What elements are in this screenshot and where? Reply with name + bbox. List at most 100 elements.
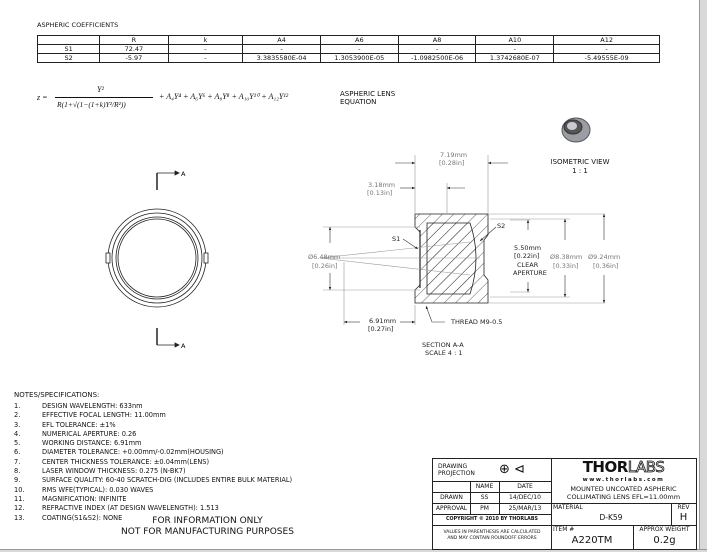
note-number: 2. [14,411,21,420]
dim-691-in: [0.27in] [368,325,393,333]
note-number: 5. [14,439,21,448]
note-number: 1. [14,402,21,410]
s2-label: S2 [497,222,505,230]
equation-lhs: z = [37,93,48,102]
note-number: 6. [14,448,21,457]
section-dimensions: 7.19mm [0.28in] 3.18mm [0.13in] Ø6.48mm … [308,151,620,270]
note-number: 8. [14,467,21,476]
note-text: RMS WFE(TYPICAL): 0.030 WAVES [42,485,154,494]
table-cell: -5.49555E-09 [553,53,660,63]
note-item: 7. CENTER THICKNESS TOLERANCE: ±0.04mm(LE… [14,458,292,467]
dim-318-in: [0.13in] [367,189,392,197]
dim-838: Ø8.38mm [550,253,582,261]
note-item: 10. RMS WFE(TYPICAL): 0.030 WAVES [14,486,292,495]
note-text: EFFECTIVE FOCAL LENGTH: 11.00mm [42,411,166,420]
note-number: 11. [14,494,25,503]
approval-name: PM [480,505,489,512]
note-item: 1. DESIGN WAVELENGTH: 633nm [14,402,292,411]
website: www.thorlabs.com [582,477,665,483]
note-number: 12. [14,504,25,513]
description-line2: COLLIMATING LENS EFL=11.00mm [566,493,681,501]
dim-838-in: [0.33in] [553,262,578,270]
rev-label: REV [677,504,690,511]
thread-label: THREAD M9-0.5 [450,318,502,326]
dim-924-in: [0.36in] [593,262,618,270]
drawn-name: SS [480,494,489,501]
dim-648: Ø6.48mm [308,253,340,261]
note-item: 11.MAGNIFICATION: INFINITE [14,495,292,504]
note-text: CENTER THICKNESS TOLERANCE: ±0.04mm(LENS… [42,457,210,466]
note-number: 10. [14,485,25,494]
note-text: DESIGN WAVELENGTH: 633nm [42,402,143,410]
notes-title: NOTES/SPECIFICATIONS: [14,391,100,399]
table-cell: -5.97 [99,53,169,63]
section-marker-top: A [181,170,186,178]
note-item: 9.SURFACE QUALITY: 60-40 SCRATCH-DIG (IN… [14,476,292,485]
description-line1: MOUNTED UNCOATED ASPHERIC [570,485,677,493]
drawing-projection-label: DRAWING PROJECTION [438,463,475,477]
isometric-title: ISOMETRIC VIEW [550,158,610,166]
weight-value: 0.2g [653,535,676,546]
material-value: D-K59 [599,513,623,522]
values-note: AND MAY CONTAIN ROUNDOFF ERRORS [447,536,537,541]
note-text: SURFACE QUALITY: 60-40 SCRATCH-DIG (INCL… [42,476,293,485]
dim-648-in: [0.26in] [312,262,337,270]
dim-length: 7.19mm [440,151,467,159]
note-item: 5.WORKING DISTANCE: 6.91mm [14,439,292,448]
dim-length-in: [0.28in] [439,159,464,167]
dim-550: 5.50mm [514,244,541,252]
values-note: VALUES IN PARENTHESIS ARE CALCULATED [443,530,541,535]
s1-label: S1 [392,235,400,243]
note-text: COATING(S1&S2): NONE [42,513,123,522]
note-item: 6. DIAMETER TOLERANCE: +0.00mm/-0.02mm(HO… [14,448,292,457]
rev-value: H [679,512,688,523]
note-item: 2. EFFECTIVE FOCAL LENGTH: 11.00mm [14,411,292,420]
section-title: SECTION A-A [422,341,464,349]
disclaimer-line1: FOR INFORMATION ONLY [152,516,263,526]
note-number: 3. [14,420,21,429]
item-label: ITEM # [553,526,575,533]
section-view [319,155,606,325]
copyright: COPYRIGHT © 2010 BY THORLABS [446,517,538,522]
front-view [105,170,209,348]
note-number: 7. [14,457,21,466]
equation-terms: + A₄Y⁴ + A₆Y⁶ + A₈Y⁸ + A₁₀Y¹⁰ + A₁₂Y¹² [159,92,289,101]
equation-label: EQUATION [340,98,377,106]
material-label: MATERIAL [553,504,583,511]
note-item: 12. REFRACTIVE INDEX (AT DESIGN WAVELENGT… [14,504,292,513]
section-scale: SCALE 4 : 1 [425,349,463,357]
note-text: EFL TOLERANCE: ±1% [42,420,116,429]
note-text: REFRACTIVE INDEX (AT DESIGN WAVELENGTH):… [42,504,219,513]
thorlabs-logo: THORLABS [582,458,665,476]
dim-550-in: [0.22in] [514,252,539,260]
notes-list: 1. DESIGN WAVELENGTH: 633nm 2. EFFECTIVE FO… [14,402,292,523]
drawn-date: 14/DEC/10 [509,494,541,501]
note-text: DIAMETER TOLERANCE: +0.00mm/-0.02mm(HOUS… [42,448,224,457]
drawn-label: DRAWN [440,494,463,501]
name-header: NAME [475,483,494,490]
note-number: 4. [14,429,21,438]
note-number: 13. [14,513,25,522]
note-text: LASER WINDOW THICKNESS: 0.275 (N-BK7) [42,467,186,476]
note-item: 3. EFL TOLERANCE: ±1% [14,421,292,430]
note-item: 4.NUMERICAL APERTURE: 0.26 [14,430,292,439]
dim-691: 6.91mm [369,317,396,325]
title-block: DRAWING PROJECTION ⊕ ⊲ NAME DATE DRAWN S… [432,458,697,550]
item-value: A220TM [571,535,613,546]
coefficients-title: ASPHERIC COEFFICIENTS [37,21,119,29]
isometric-lens-image [561,117,591,143]
section-marker-bottom: A [181,342,186,350]
note-item: 13. COATING(S1&S2): NONE [14,514,292,523]
clear-label: CLEAR [517,261,539,269]
aperture-label: APERTURE [513,269,547,277]
dim-924: Ø9.24mm [588,253,620,261]
isometric-scale: 1 : 1 [572,167,588,175]
equation-denominator: R(1+√(1−(1+k)Y²/R²)) [57,100,126,109]
date-header: DATE [517,483,533,490]
approval-date: 25/MAR/13 [508,505,542,512]
sheet-edge-right [699,0,707,552]
